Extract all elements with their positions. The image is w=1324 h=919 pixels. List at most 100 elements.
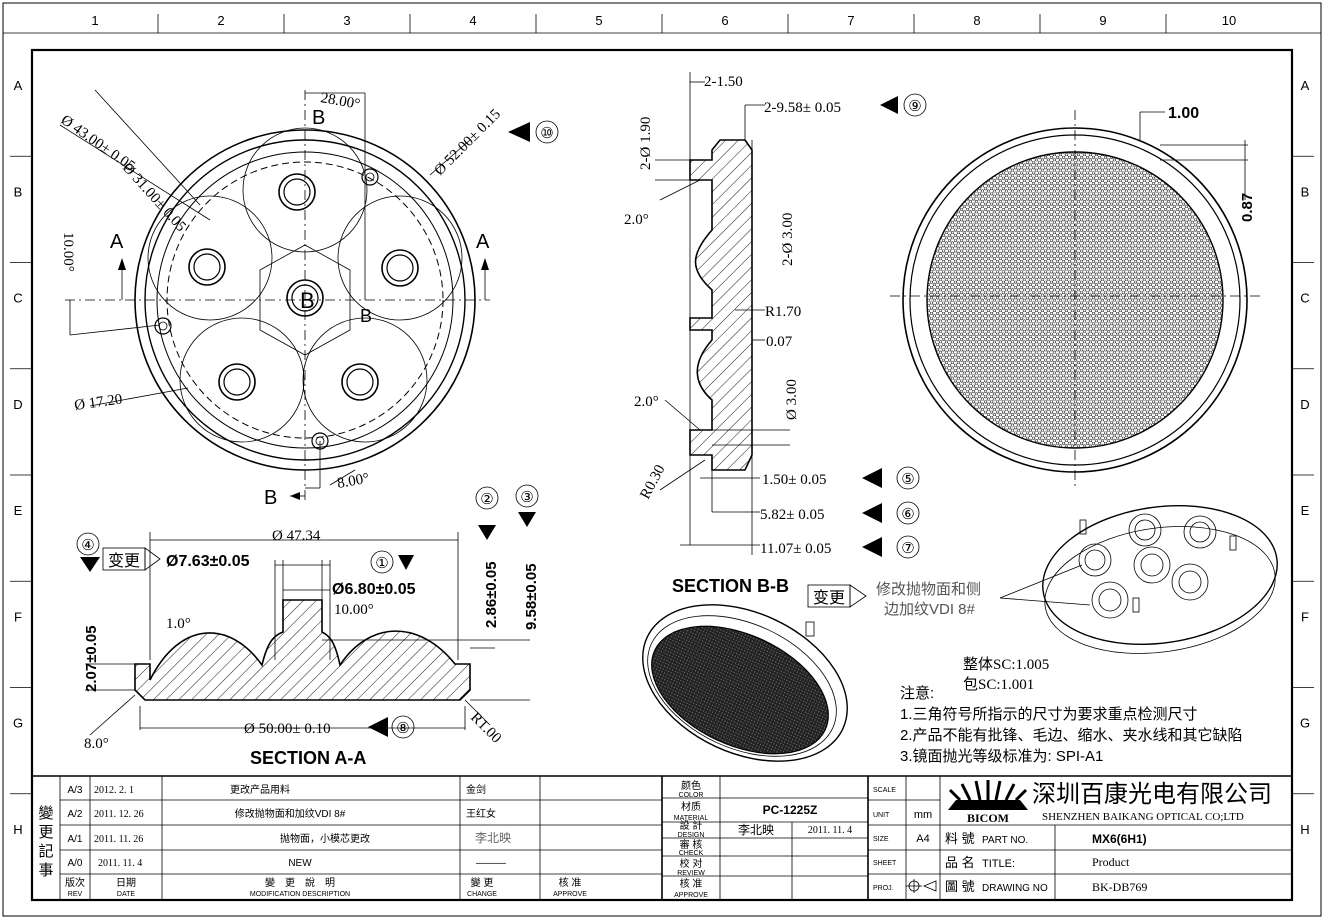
dim-ang8: 8.00° [336,471,371,492]
dim-bb-d12: 5.82± 0.05 [760,507,824,523]
row-label: A [14,78,23,93]
part-no-label-cn: 料 號 [945,831,975,846]
dim-bb-d8: 2.0° [634,394,659,410]
section-label-a-left: A [110,231,124,253]
change-note-line1: 修改抛物面和侧 [876,581,981,598]
row-label: B [1301,184,1310,199]
size-value: A4 [916,833,929,845]
section-aa-view: ④ ② ③ ① ⑧ 变更 Ø 47.34 Ø7.63±0.05 Ø6.80±0.… [76,484,540,768]
dim-aa-d9: Ø 50.00± 0.10 [244,721,331,737]
desc-cell: 修改抛物面和加纹VDI 8# [235,807,346,820]
note-3: 3.镜面抛光等级标准为: SPI-A1 [900,747,1103,765]
rev-cell: A/1 [67,834,82,845]
dim-bb-d5: 2-Ø 3.00 [780,213,796,266]
callout-10: ⑩ [540,125,553,142]
change-note: 变更 修改抛物面和侧 边加纹VDI 8# [807,581,981,618]
unit-label: UNIT [873,812,890,819]
row-label: B [14,184,23,199]
change-tag-note: 变更 [813,589,845,607]
dim-texture-height: 0.87 [1239,193,1256,222]
projection-symbol-icon [906,879,937,893]
approval-block: 颜色 COLOR 材质 MATERIAL 設 計 DESIGN 審 核 CHEC… [674,779,852,899]
column-label: 8 [973,13,980,28]
dim-bb-d1: 2-1.50 [704,74,743,90]
section-bb-title: SECTION B-B [672,576,789,596]
callout-2: ② [480,491,493,508]
dim-bb-d3: 2-Ø 1.90 [638,117,654,170]
header-desc-cn: 變 更 說 明 [265,876,335,889]
material-value: PC-1225Z [763,803,818,817]
dim-d17: Ø 17.20 [73,391,123,414]
proj-label: PROJ. [873,885,894,892]
logo-text: BICOM [967,811,1009,825]
front-view: Ø 31.00± 0.05 Ø 43.00± 0.05 Ø 52.00± 0.1… [58,89,559,509]
row-label: A [1301,78,1310,93]
rev-side-title-4: 事 [38,862,53,879]
callout-5: ⑤ [901,471,914,488]
section-bb-view: ⑨ ⑤ ⑥ ⑦ 2-1.50 2-9.58± 0.05 2-Ø 1.90 2.0… [624,72,927,596]
approval-review-cn: 校 对 [680,857,703,870]
part-no-label-en: PART NO. [982,835,1028,846]
row-label: E [1301,503,1310,518]
callout-8: ⑧ [396,720,409,737]
company-name-en: SHENZHEN BAIKANG OPTICAL CO;LTD [1042,811,1244,823]
callout-6: ⑥ [901,506,914,523]
dim-texture-pitch: 1.00 [1168,105,1199,122]
column-label: 1 [91,13,98,28]
size-label: SIZE [873,836,889,843]
dim-bb-d2: 2-9.58± 0.05 [764,100,841,116]
locating-pins [154,168,379,450]
texture-view: 1.00 0.87 [890,105,1260,490]
title-label-cn: 品 名 [945,855,975,870]
dim-bb-d9: Ø 3.00 [784,379,800,420]
header-approve-en: APPROVE [553,891,587,898]
approval-design-cn: 設 計 [680,819,703,832]
approval-review-en: REVIEW [677,870,705,877]
approval-approve-en: APPROVE [674,892,708,899]
row-label: G [1300,716,1310,731]
part-no-value: MX6(6H1) [1092,832,1147,846]
column-label: 10 [1222,13,1236,28]
approval-color-cn: 颜色 [681,779,701,792]
dim-aa-d4: 10.00° [334,602,374,618]
change-cell: ——— [476,858,506,869]
note-sc1: 整体SC:1.005 [963,656,1049,673]
note-2: 2.产品不能有批锋、毛边、缩水、夹水线和其它缺陷 [900,726,1243,744]
note-1: 1.三角符号所指示的尺寸为要求重点检测尺寸 [900,706,1198,723]
row-label: H [13,822,22,837]
change-cell: 金剑 [466,783,486,796]
approval-design-en: DESIGN [678,832,705,839]
drawing-no-label-en: DRAWING NO [982,883,1048,894]
rev-side-title-1: 變 [38,805,53,822]
dim-d43: Ø 43.00± 0.05 [58,112,138,175]
desc-cell: NEW [288,858,312,869]
column-label: 6 [721,13,728,28]
row-label: E [14,503,23,518]
dim-aa-d7: 2.86±0.05 [483,561,500,628]
date-cell: 2012. 2. 1 [94,785,134,796]
row-label: D [13,397,22,412]
callout-1: ① [375,555,388,572]
drawing-no-value: BK-DB769 [1092,880,1147,894]
scale-label: SCALE [873,787,896,794]
change-tag-aa: 变更 [108,552,140,570]
revision-table: 變 更 記 事 A/3 2012. 2. 1 更改产品用料 金剑 A/2 201… [38,783,587,898]
dim-bb-d13: 11.07± 0.05 [760,541,831,557]
rev-cell: A/0 [67,858,82,869]
design-date-value: 2011. 11. 4 [808,825,852,836]
title-value: Product [1092,855,1130,869]
callout-4: ④ [81,537,94,554]
company-block: SCALE UNIT mm SIZE A4 SHEET PROJ. BICOM … [873,780,1272,894]
approval-material-cn: 材质 [681,800,701,813]
notes-block: 整体SC:1.005 包SC:1.001 注意: 1.三角符号所指示的尺寸为要求… [900,656,1243,765]
section-label-a-right: A [476,231,490,253]
iso-view-front [642,604,848,762]
column-label: 5 [595,13,602,28]
row-label: F [1301,609,1309,624]
callout-7: ⑦ [901,540,914,557]
unit-value: mm [914,809,932,821]
dim-aa-d2: Ø7.63±0.05 [166,553,250,570]
sheet-label: SHEET [873,860,897,867]
dim-aa-d11: 8.0° [84,736,109,752]
